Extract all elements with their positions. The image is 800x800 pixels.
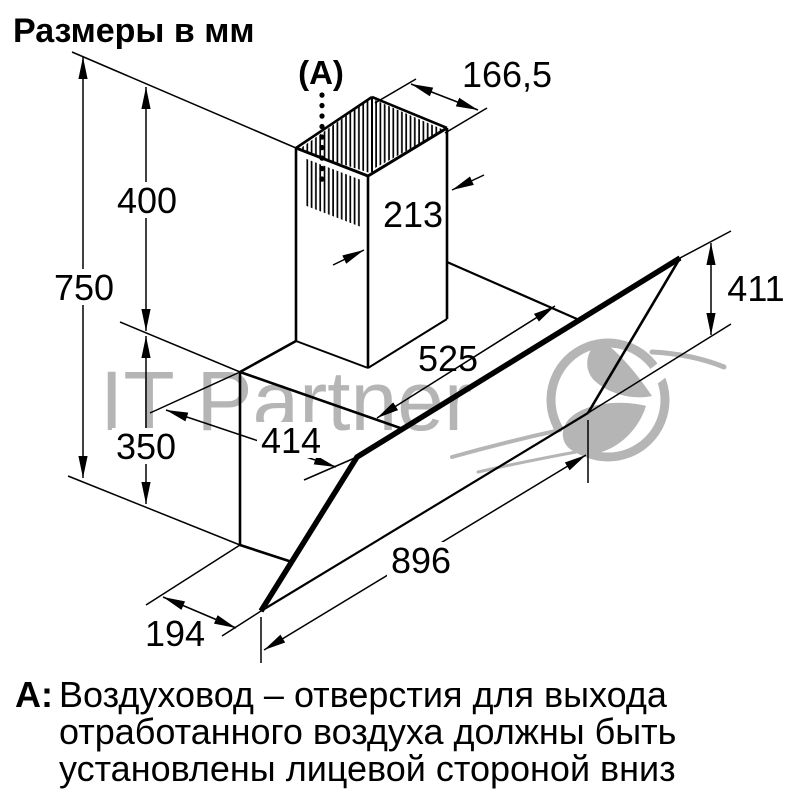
body-back-top-edge [446,260,578,321]
body-top-left-edge [239,339,297,374]
duct-back-left-rim [295,95,373,150]
body-front-bottom-edge [239,543,293,564]
dim-label-194: 194 [145,613,205,654]
duct-base-left [295,340,369,369]
logo-tail-right [649,349,727,370]
inner-right-slots [375,100,444,168]
footnote: A:Воздуховод – отверстия для выхода отра… [15,674,676,789]
ext-414-left [149,371,241,414]
bg-350 [112,428,180,464]
bg-414 [257,422,325,458]
dimension-labels: 750 400 350 166,5 213 525 414 411 896 19… [54,54,785,654]
footnote-line-1: A:Воздуховод – отверстия для выхода [15,674,668,715]
ceiling-reference-line [71,51,297,149]
dim-label-750: 750 [54,267,114,308]
dim-label-213: 213 [383,194,443,235]
body-top-extension [119,321,241,373]
dim-label-411: 411 [727,268,784,309]
ext-166-left [374,78,417,104]
front-left-slots [304,158,361,227]
ext-411-top [679,230,732,259]
duct-left-top-edge [295,146,369,178]
page-title: Размеры в мм [13,12,255,50]
bg-400 [113,182,181,218]
dim-label-414: 414 [261,420,321,461]
body-front-top-edge [239,370,404,431]
bg-896 [387,542,455,578]
logo-tail-left-1 [450,428,562,459]
dim-label-896: 896 [391,540,451,581]
footnote-line-2: отработанного воздуха должны быть [59,711,676,752]
dim-line-194 [162,596,237,629]
duct-right-top-edge [367,126,448,178]
dim-label-525: 525 [418,338,478,379]
dim-line-166 [410,83,479,111]
leader-213-right [451,174,485,191]
leader-213-left [332,249,365,266]
ext-166-right [444,107,488,134]
ext-411-bottom [587,323,732,414]
ext-194-left [145,544,241,606]
footnote-line-3: установлены лицевой стороной вниз [59,748,676,789]
body-bottom-extension [67,475,241,546]
glass-right-edge [586,257,682,414]
dim-label-400: 400 [117,180,177,221]
bg-750 [50,269,118,305]
footnote-prefix: A: [15,674,53,715]
dim-label-166: 166,5 [462,54,552,95]
label-backgrounds [50,182,455,578]
duct-back-right-rim [371,95,448,130]
dim-line-525 [376,305,556,419]
dim-label-350: 350 [116,426,176,467]
footnote-text-1: Воздуховод – отверстия для выхода [59,674,668,715]
callout-label: (A) [298,54,344,91]
ext-194-right [221,610,262,637]
watermark: IT Partner [100,334,727,474]
